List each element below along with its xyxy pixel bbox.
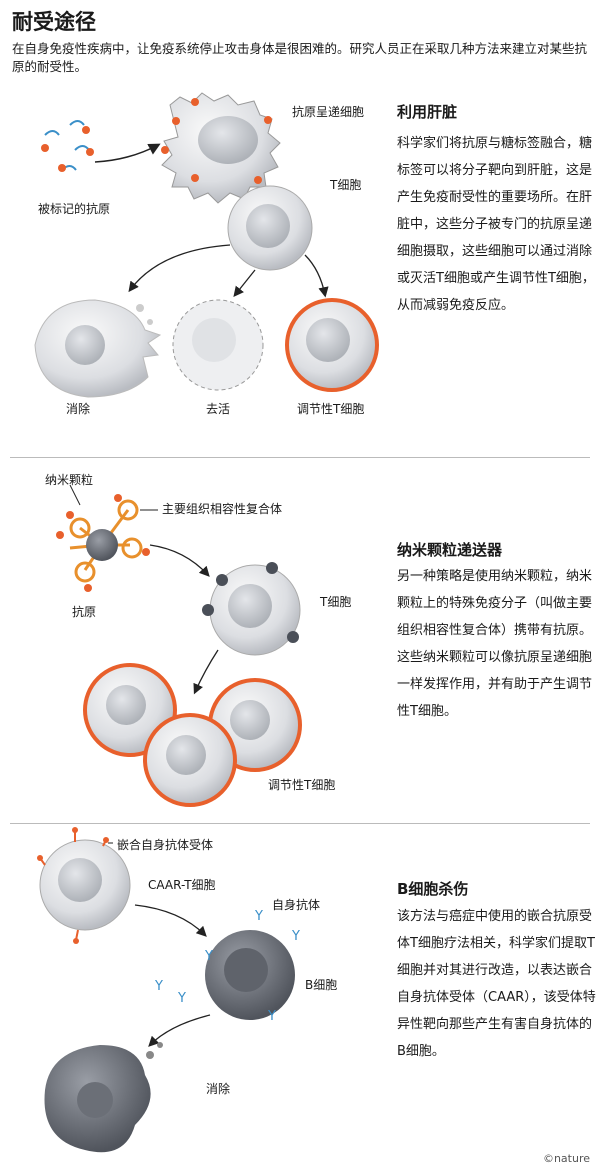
svg-text:Y: Y [154, 979, 163, 994]
section-title-bcell: B细胞杀伤 [397, 880, 469, 898]
label-mhc: 主要组织相容性复合体 [162, 502, 283, 516]
svg-text:Y: Y [291, 929, 300, 944]
label-t-cell: T细胞 [320, 595, 352, 609]
section-title-liver: 利用肝脏 [397, 103, 458, 121]
label-antigen: 抗原 [72, 605, 97, 619]
section-body-bcell: 该方法与癌症中使用的嵌合抗原受体T细胞疗法相关，科学家们提取T细胞并对其进行改造… [397, 909, 596, 1059]
intro-text: 在自身免疫性疾病中，让免疫系统停止攻击身体是很困难的。研究人员正在采取几种方法来… [12, 41, 588, 74]
svg-text:Y: Y [267, 1009, 276, 1024]
nanoparticle [56, 494, 150, 592]
t-cell-2 [202, 562, 301, 656]
regulatory-t-cell [285, 298, 379, 392]
svg-text:Y: Y [204, 949, 213, 964]
divider [10, 457, 590, 458]
svg-text:Y: Y [177, 991, 186, 1006]
section-body-liver: 科学家们将抗原与糖标签融合，糖标签可以将分子靶向到肝脏，这是产生免疫耐受性的重要… [397, 136, 595, 313]
eliminated-b-cell [44, 1042, 163, 1153]
label-treg: 调节性T细胞 [297, 402, 365, 416]
label-caar-t: CAAR-T细胞 [148, 878, 216, 892]
divider [10, 823, 590, 824]
inactivated-cell [172, 299, 264, 391]
eliminated-cell [34, 299, 162, 398]
label-inactivate: 去活 [206, 402, 231, 416]
label-nanoparticle: 纳米颗粒 [45, 473, 94, 487]
tagged-antigens [41, 120, 94, 172]
svg-text:Y: Y [254, 909, 263, 924]
label-eliminate: 消除 [66, 402, 91, 416]
antigen-presenting-cell [161, 92, 281, 204]
label-autoantibody: 自身抗体 [272, 898, 321, 912]
section-title-nanoparticle: 纳米颗粒递送器 [397, 541, 503, 559]
regulatory-t-cells [83, 663, 302, 807]
t-cell [227, 185, 313, 271]
label-caar: 嵌合自身抗体受体 [117, 838, 214, 852]
page-title: 耐受途径 [12, 10, 96, 34]
label-t-cell: T细胞 [330, 178, 362, 192]
nature-logo: ©nature [542, 1152, 590, 1165]
section-body-nanoparticle: 另一种策略是使用纳米颗粒，纳米颗粒上的特殊免疫分子（叫做主要组织相容性复合体）携… [397, 569, 593, 719]
label-tagged-antigen: 被标记的抗原 [38, 202, 111, 216]
label-b-cell: B细胞 [305, 978, 338, 992]
caar-t-cell [37, 827, 131, 944]
label-treg: 调节性T细胞 [268, 778, 336, 792]
label-apc: 抗原呈递细胞 [292, 105, 365, 119]
label-eliminate: 消除 [206, 1082, 231, 1096]
